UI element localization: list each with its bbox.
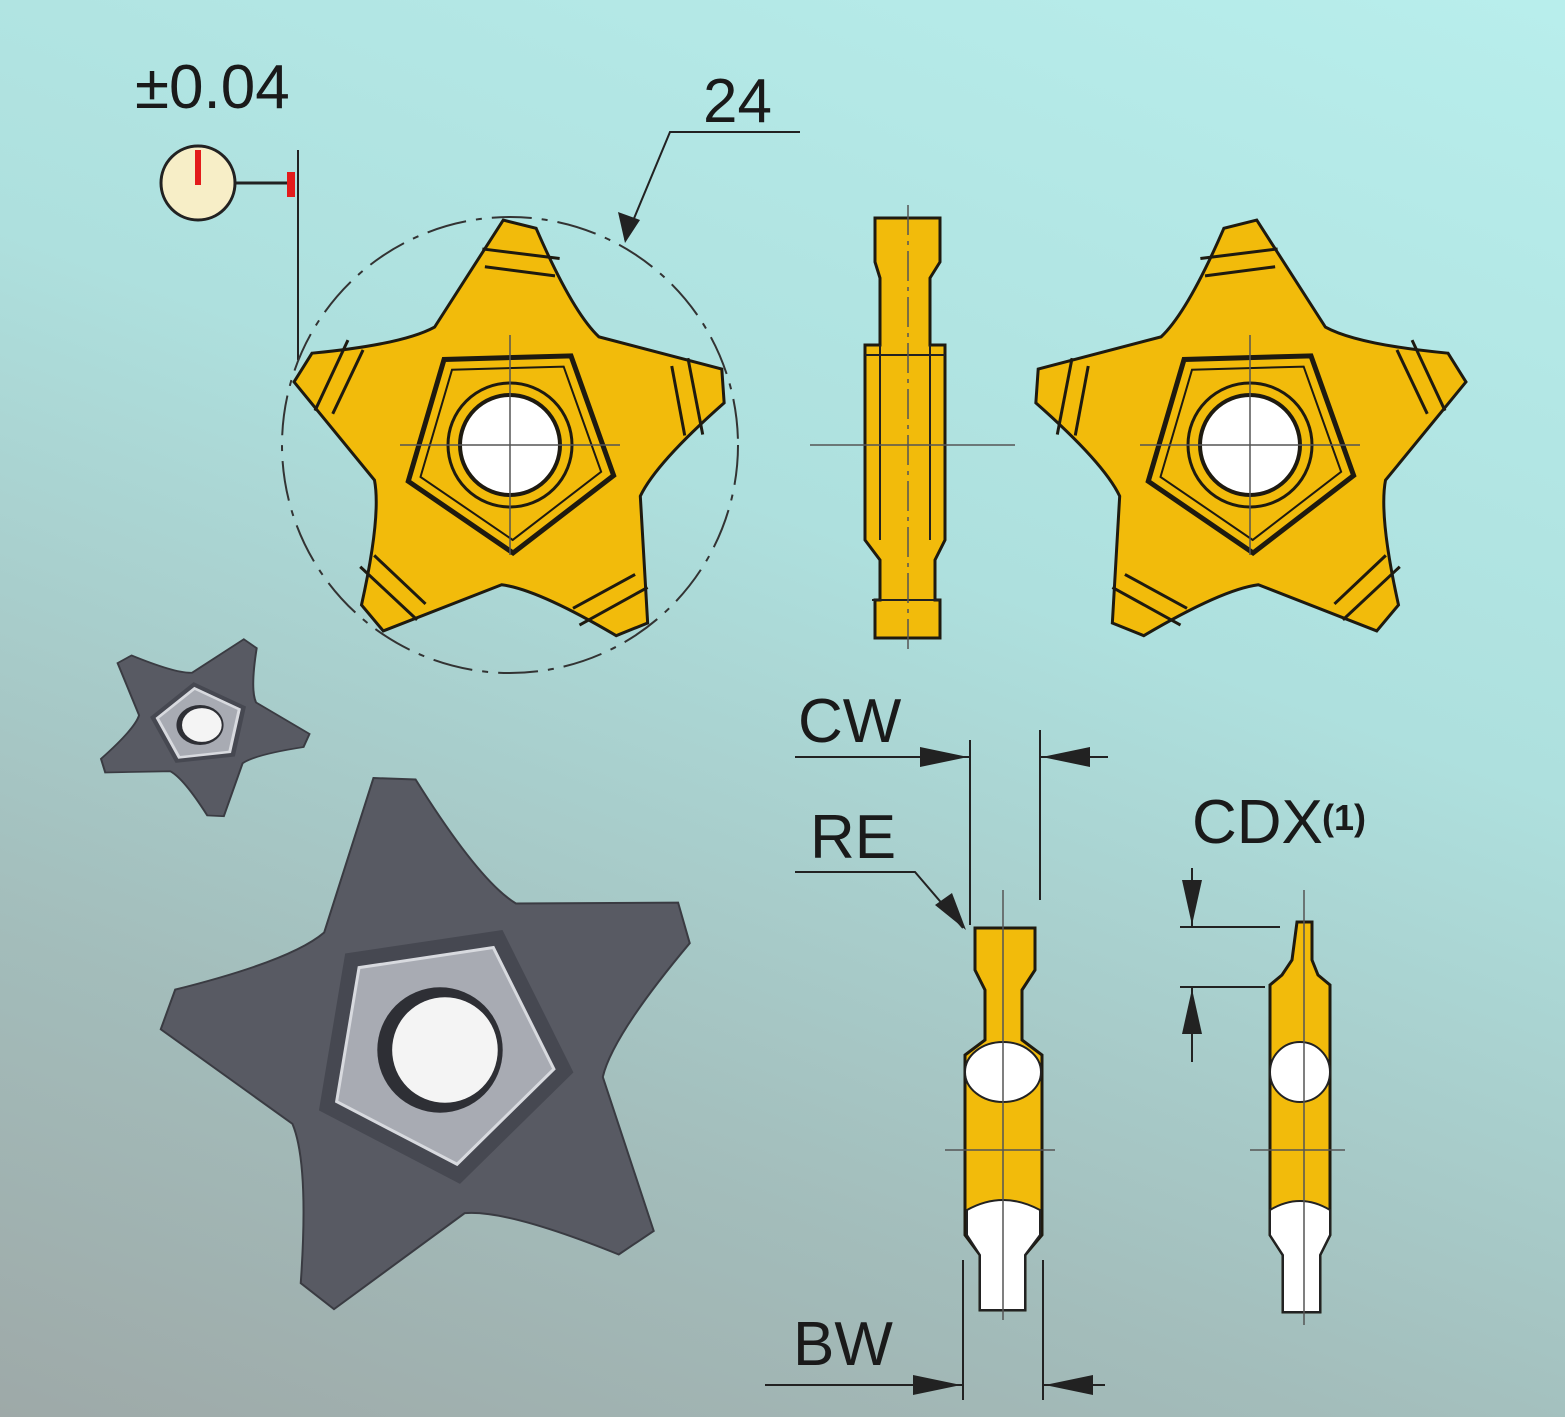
insert-front-view — [292, 218, 726, 638]
bw-label: BW — [793, 1310, 893, 1379]
center-hole — [182, 708, 222, 742]
pentagon-seat — [1145, 353, 1357, 557]
pentagon-seat — [405, 353, 617, 557]
insert-side-view — [810, 205, 1015, 650]
cdx-label: CDX — [1192, 788, 1323, 857]
diameter-label: 24 — [703, 67, 772, 136]
cdx-footnote: (1) — [1322, 797, 1366, 838]
insert-photo-small — [99, 638, 311, 818]
cw-label: CW — [798, 687, 902, 756]
re-label: RE — [810, 803, 896, 872]
inscribed-circle — [281, 216, 739, 674]
center-hole — [392, 997, 498, 1103]
dial-gauge-icon — [159, 144, 299, 360]
insert-photo-large — [159, 776, 691, 1311]
profile-view-cdx — [1180, 868, 1345, 1325]
diameter-leader — [624, 131, 800, 241]
insert-front-view-mirrored — [1034, 218, 1468, 638]
tolerance-label: ±0.04 — [135, 53, 290, 122]
profile-view-cw — [765, 730, 1108, 1400]
